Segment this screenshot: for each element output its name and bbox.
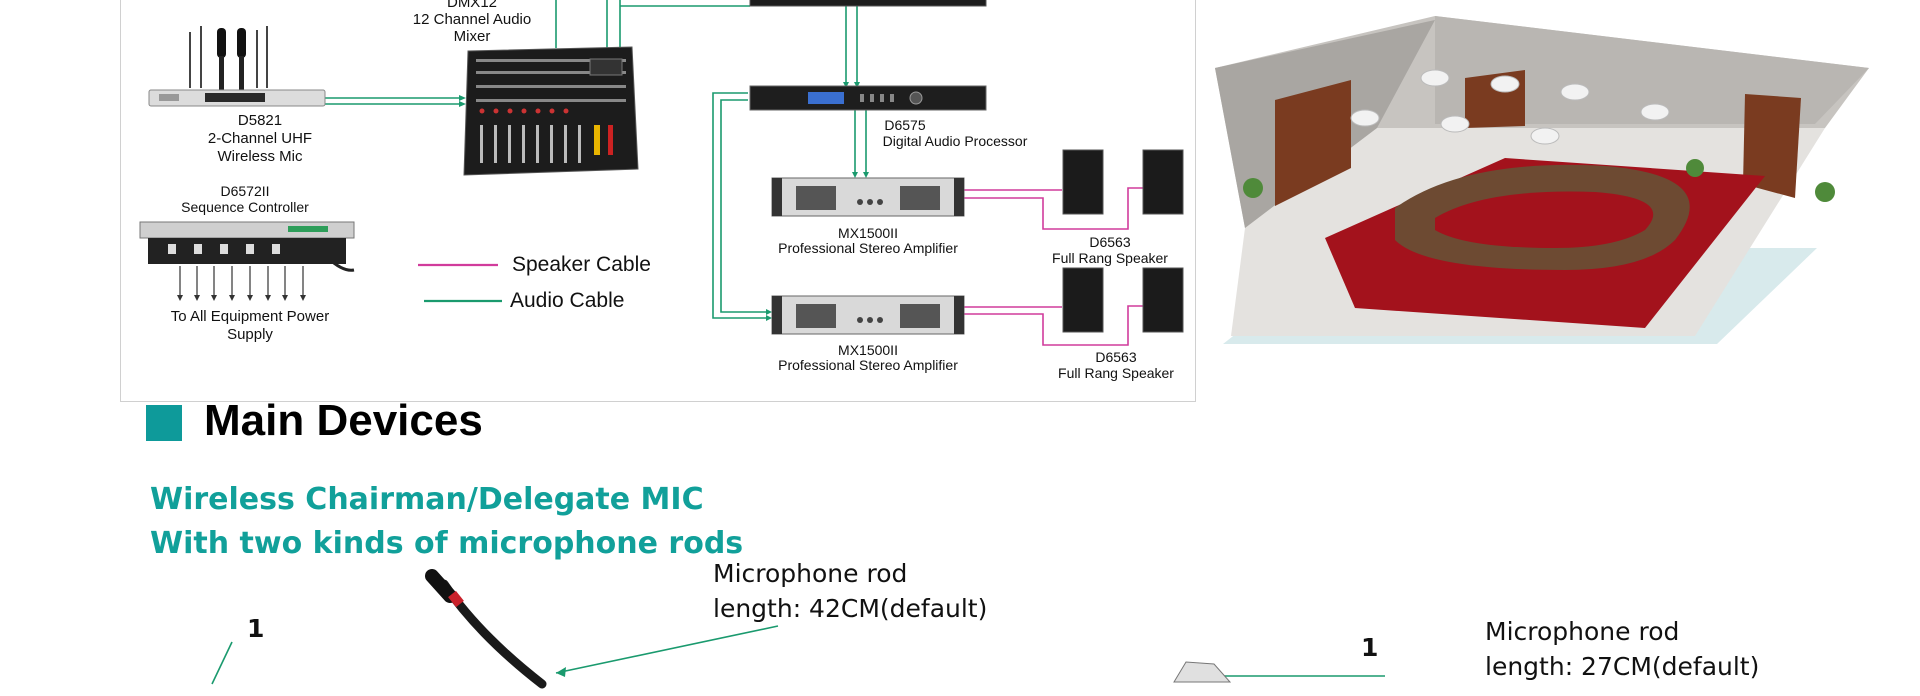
conference-room-illustration <box>1215 16 1869 344</box>
speaker-pair-2-image <box>1062 267 1184 333</box>
audio-cable-mixer-to-rack <box>619 0 750 48</box>
audio-cable-processor-to-amp2-outer <box>712 92 770 319</box>
microphone-base-27cm <box>1173 661 1232 683</box>
rod-42cm-label-1: Microphone rod <box>713 559 908 588</box>
sequence-controller-image <box>139 221 355 272</box>
wireless-model-label: D5821 <box>237 112 283 129</box>
callout-number-right: 1 <box>1361 633 1379 662</box>
mixer-desc-label-1: 12 Channel Audio <box>412 11 532 28</box>
speaker-cable-amp2-2 <box>962 305 1144 346</box>
speaker-2-desc-label: Full Rang Speaker <box>1058 365 1174 381</box>
gooseneck-microphone-42cm <box>425 569 547 689</box>
section-title: Main Devices <box>204 396 483 445</box>
legend-audio-cable: Audio Cable <box>510 289 625 312</box>
callout-line-left <box>211 641 233 685</box>
rack-unit-top-image <box>749 0 987 7</box>
speaker-1-model-label: D6563 <box>1089 234 1131 250</box>
power-desc-label-1: To All Equipment Power <box>170 308 330 325</box>
speaker-pair-1-image <box>1062 149 1184 215</box>
wireless-desc-label-1: 2-Channel UHF <box>207 130 313 147</box>
processor-desc-label: Digital Audio Processor <box>882 133 1028 149</box>
sequencer-model-label: D6572II <box>220 183 270 199</box>
system-diagram-panel <box>120 0 1196 402</box>
amplifier-2-desc-label: Professional Stereo Amplifier <box>778 357 958 373</box>
speaker-cable-amp1-2 <box>962 187 1144 230</box>
amplifier-2-model-label: MX1500II <box>838 342 898 358</box>
amplifier-2-image <box>771 295 965 335</box>
callout-number-left: 1 <box>247 614 265 643</box>
rod-27cm-label-1: Microphone rod <box>1485 617 1680 646</box>
speaker-2-model-label: D6563 <box>1095 349 1137 365</box>
product-heading-2: With two kinds of microphone rods <box>150 526 744 561</box>
audio-processor-image <box>749 85 987 111</box>
processor-model-label: D6575 <box>884 117 926 133</box>
sequencer-desc-label: Sequence Controller <box>181 199 309 215</box>
amplifier-1-image <box>771 177 965 217</box>
power-desc-label-2: Supply <box>227 326 273 343</box>
amplifier-1-model-label: MX1500II <box>838 225 898 241</box>
wireless-desc-label-2: Wireless Mic <box>217 148 303 165</box>
rod-42cm-label-2: length: 42CM(default) <box>713 594 988 623</box>
wireless-receiver-image <box>148 26 326 107</box>
section-marker <box>146 405 182 441</box>
amplifier-1-desc-label: Professional Stereo Amplifier <box>778 240 958 256</box>
mixer-image <box>463 46 639 176</box>
callout-arrow-42cm <box>555 625 779 674</box>
rod-27cm-label-2: length: 27CM(default) <box>1485 652 1760 681</box>
mixer-model-label: DMX12 <box>446 0 498 11</box>
product-heading-1: Wireless Chairman/Delegate MIC <box>150 482 704 517</box>
legend-speaker-cable: Speaker Cable <box>512 253 651 276</box>
audio-cable-processor-to-amp2-inner <box>720 99 770 313</box>
speaker-1-desc-label: Full Rang Speaker <box>1052 250 1168 266</box>
mixer-desc-label-2: Mixer <box>453 28 491 45</box>
